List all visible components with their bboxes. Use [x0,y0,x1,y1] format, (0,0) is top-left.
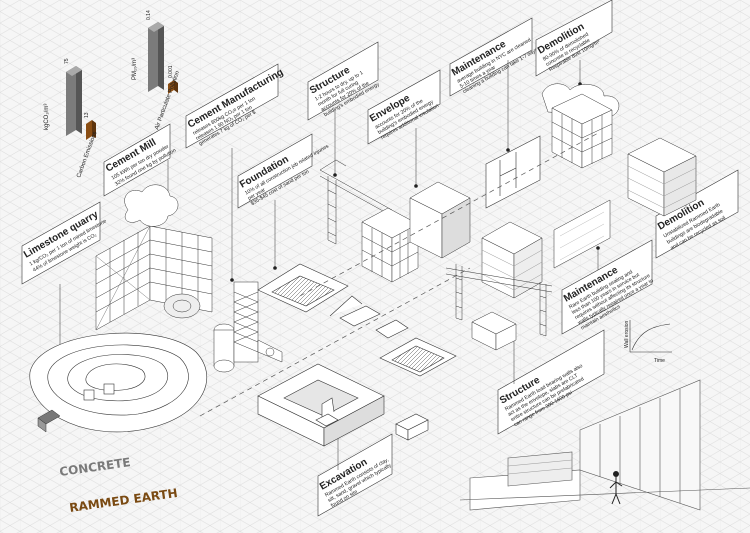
co2-value-13: 13 [84,112,90,118]
maintenance-panel [485,135,541,209]
pm-value-high: 0.14 [146,10,152,20]
excavator [329,295,409,339]
pm-value-low: 0.001 [168,65,174,78]
rammed-earth-perspective-building [459,379,750,511]
foundation-pit [257,263,349,313]
maintenance-panel-rammed-earth [553,199,611,269]
smoke-cloud [124,184,179,227]
mini-chart-ylabel: Wall erosion [624,320,630,348]
co2-ylabel: kgCO₂/m³ [44,104,50,130]
demolished-building [541,83,620,169]
digger-icon [315,397,339,427]
person-figure [609,471,623,505]
truck-icon [37,409,61,433]
mini-chart-xlabel: Time [654,358,665,364]
tower-crane-concrete [319,159,393,245]
formwork-box [471,311,517,351]
rammed-earth-building [481,221,543,299]
co2-value-75: 75 [64,58,70,64]
concrete-building-envelope [409,181,471,259]
limestone-quarry-pit [29,332,207,433]
pm-ylabel: PM₁₀/m³ [132,58,138,80]
excavation-pit-large [257,363,385,447]
concrete-building-frame [361,207,419,283]
excavation-pit-small [379,337,457,377]
label-envelope: Envelope accounts for 20% of the buildin… [367,69,441,188]
rammed-earth-block-right [627,137,697,217]
tower-crane-rammed-earth [445,264,553,337]
label-excavation: Excavation Rammed Earth consists of clay… [317,428,393,517]
cement-mill-structure [95,225,235,373]
mini-erosion-chart: Wall erosion Time [624,320,672,364]
dump-truck-icon [395,413,429,441]
cement-tower [233,281,283,363]
flow-dashed-lines [199,131,601,417]
